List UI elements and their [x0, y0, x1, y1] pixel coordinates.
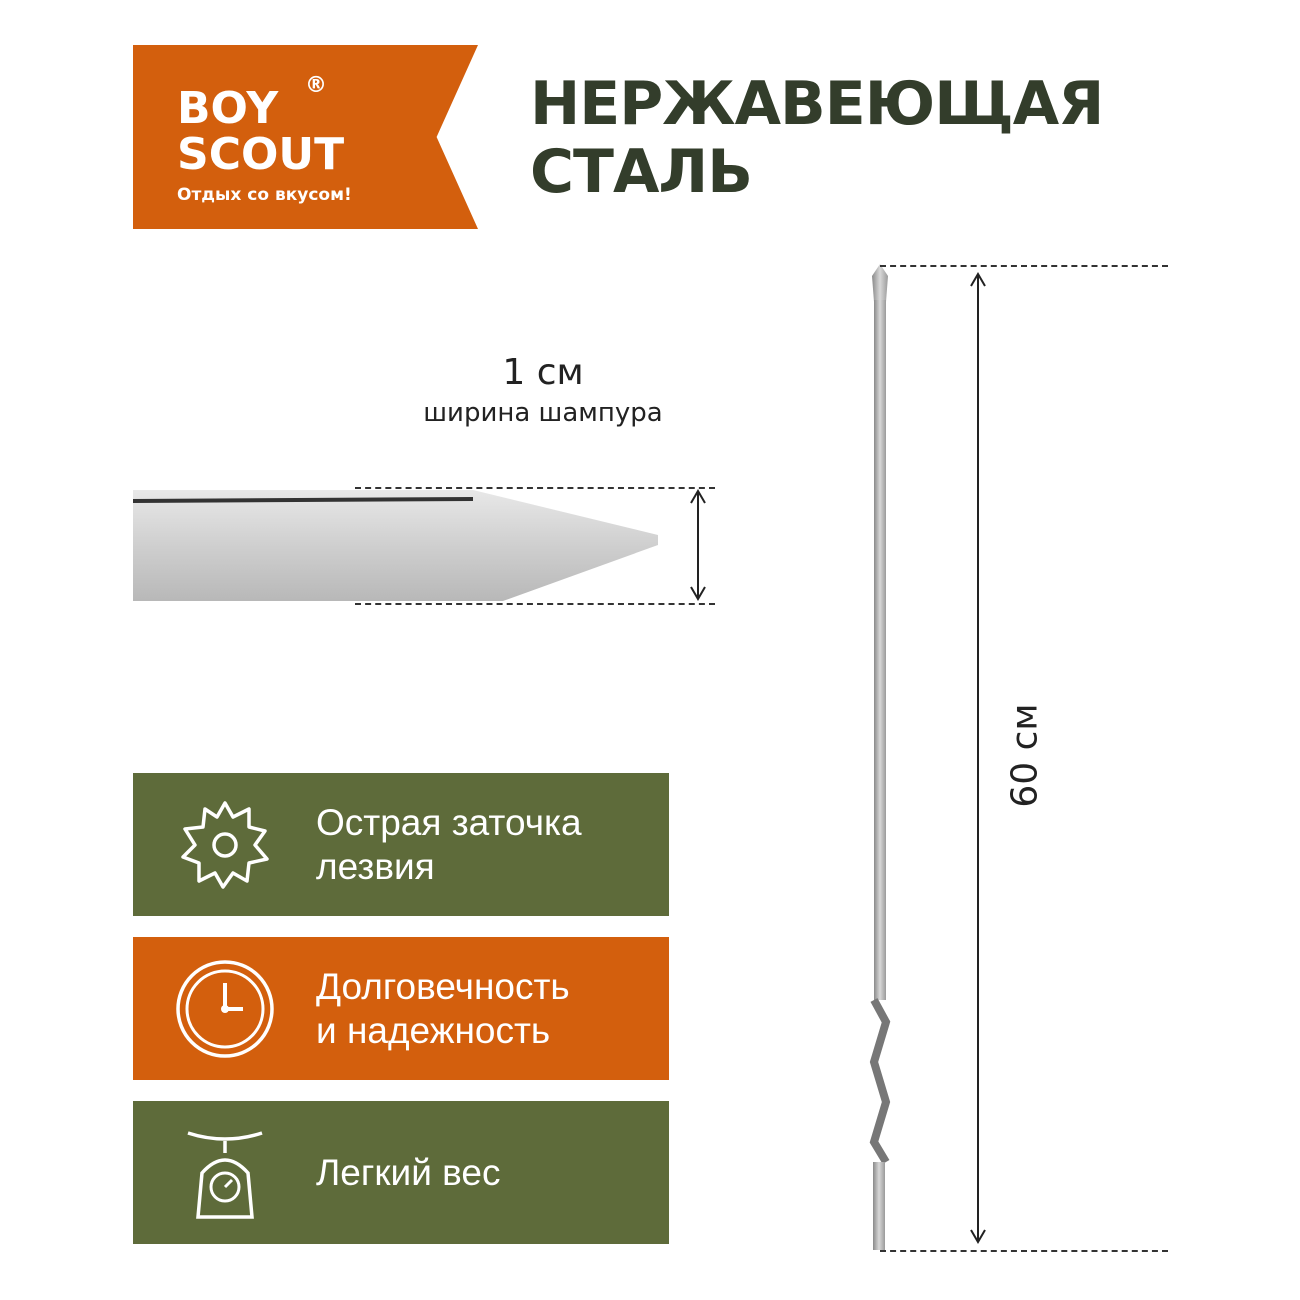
- width-arrow-icon: [690, 489, 706, 601]
- logo-registered: ®: [305, 73, 327, 98]
- clock-icon: [175, 959, 274, 1058]
- feature-text-line1: Легкий вес: [316, 1151, 501, 1193]
- logo-line2: SCOUT: [177, 129, 345, 180]
- blade-closeup-image: [133, 490, 658, 601]
- skewer-image: [869, 264, 891, 1250]
- feature-text-line1: Острая заточка: [316, 801, 582, 843]
- saw-blade-icon: [180, 800, 269, 889]
- title-line2: СТАЛЬ: [530, 137, 753, 207]
- page-title: НЕРЖАВЕЮЩАЯ СТАЛЬ: [530, 69, 1104, 207]
- logo-line1: BOY: [177, 83, 279, 134]
- scale-icon: [186, 1130, 263, 1219]
- dim-line-bottom: [355, 603, 715, 605]
- width-value: 1 см: [502, 352, 584, 393]
- feature-text-line2: и надежность: [316, 1009, 551, 1051]
- length-line-top: [880, 265, 1168, 267]
- dim-line-top: [355, 487, 715, 489]
- title-line1: НЕРЖАВЕЮЩАЯ: [530, 69, 1104, 139]
- length-line-bottom: [880, 1250, 1168, 1252]
- length-arrow-icon: [970, 272, 986, 1244]
- brand-logo: BOY ® SCOUT Отдых со вкусом!: [133, 45, 478, 229]
- logo-tagline: Отдых со вкусом!: [177, 185, 352, 205]
- feature-text-line2: лезвия: [316, 845, 435, 887]
- feature-text-line1: Долговечность: [316, 965, 570, 1007]
- length-value: 60 см: [1004, 703, 1046, 808]
- feature-light-weight: Легкий вес: [133, 1101, 669, 1244]
- width-label: ширина шампура: [423, 398, 663, 428]
